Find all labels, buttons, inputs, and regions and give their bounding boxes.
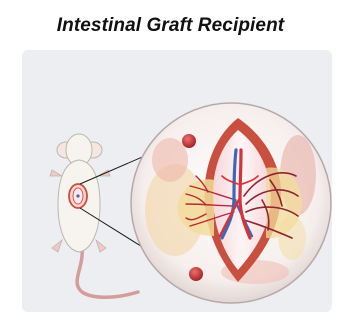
suture-bead-icon bbox=[189, 267, 203, 281]
suture-bead-icon bbox=[182, 134, 196, 148]
mouse-graft-dot bbox=[76, 194, 79, 197]
magnifier-lens bbox=[131, 103, 331, 303]
tissue-pink-left bbox=[152, 138, 188, 182]
